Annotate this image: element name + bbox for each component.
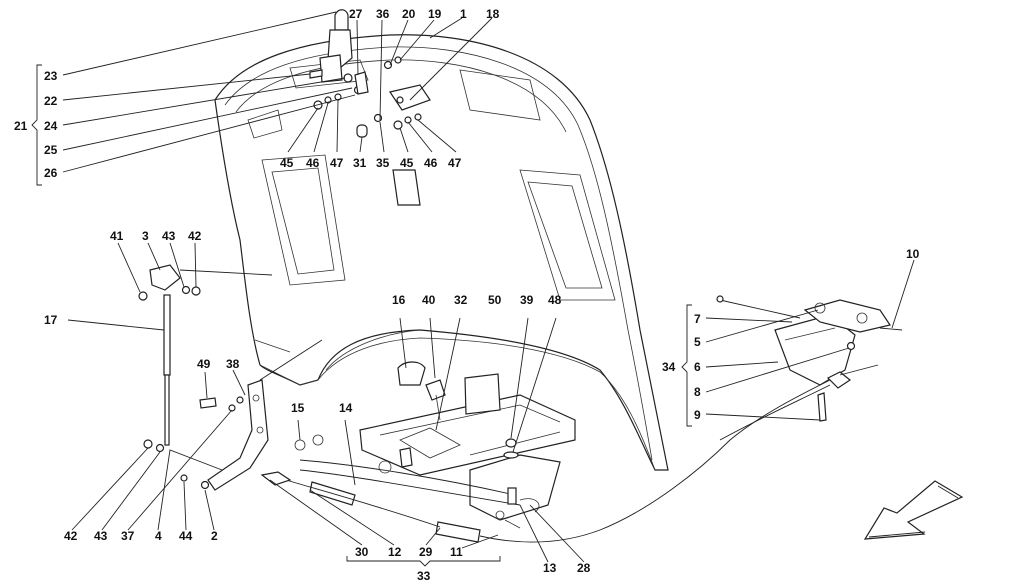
label-45b: 45 <box>400 156 414 170</box>
label-18: 18 <box>486 7 500 21</box>
label-47b: 47 <box>448 156 462 170</box>
label-38: 38 <box>226 357 240 371</box>
label-plate <box>464 373 501 415</box>
label-37: 37 <box>121 529 135 543</box>
label-33: 33 <box>417 569 431 583</box>
label-43a: 43 <box>162 229 176 243</box>
label-3: 3 <box>142 229 149 243</box>
label-24: 24 <box>44 119 58 133</box>
label-39: 39 <box>520 293 534 307</box>
release-cable <box>260 379 831 543</box>
part-labels: 27 36 20 19 1 18 23 22 21 24 25 26 45 46… <box>14 7 920 583</box>
label-25: 25 <box>44 143 58 157</box>
label-20: 20 <box>402 7 416 21</box>
latch-mounting-plate <box>359 394 576 521</box>
label-36: 36 <box>376 7 390 21</box>
label-7: 7 <box>694 312 701 326</box>
label-42a: 42 <box>188 229 202 243</box>
label-48: 48 <box>548 293 562 307</box>
rubber-bumper <box>503 438 519 459</box>
label-16: 16 <box>392 293 406 307</box>
label-5: 5 <box>694 335 701 349</box>
label-47a: 47 <box>330 156 344 170</box>
label-46b: 46 <box>424 156 438 170</box>
hinge-assembly-left <box>309 9 369 110</box>
label-35: 35 <box>376 156 390 170</box>
label-49: 49 <box>197 357 211 371</box>
label-44: 44 <box>179 529 193 543</box>
label-30: 30 <box>355 545 369 559</box>
release-handle-assembly <box>716 295 903 422</box>
label-10: 10 <box>906 247 920 261</box>
label-13: 13 <box>543 561 557 575</box>
label-2: 2 <box>211 529 218 543</box>
support-lever <box>180 379 269 491</box>
label-22: 22 <box>44 94 58 108</box>
label-17: 17 <box>44 313 58 327</box>
group-bracket-33 <box>346 556 501 567</box>
gas-strut <box>138 264 201 453</box>
label-28: 28 <box>577 561 591 575</box>
label-29: 29 <box>419 545 433 559</box>
leader-lines <box>62 11 915 563</box>
label-50: 50 <box>488 293 502 307</box>
label-26: 26 <box>44 166 58 180</box>
label-12: 12 <box>388 545 402 559</box>
label-14: 14 <box>339 401 353 415</box>
label-40: 40 <box>422 293 436 307</box>
group-bracket-21 <box>31 64 42 186</box>
label-6: 6 <box>694 360 701 374</box>
latch-clip <box>425 379 446 421</box>
label-46a: 46 <box>306 156 320 170</box>
hinge-assembly-right <box>356 56 431 138</box>
label-32: 32 <box>454 293 468 307</box>
label-8: 8 <box>694 385 701 399</box>
label-34: 34 <box>662 360 676 374</box>
group-bracket-34 <box>681 304 692 427</box>
label-4: 4 <box>155 529 162 543</box>
label-21: 21 <box>14 119 28 133</box>
label-11: 11 <box>450 545 463 559</box>
label-19: 19 <box>428 7 442 21</box>
latch-bracket <box>397 361 426 386</box>
label-15: 15 <box>291 401 305 415</box>
hood-panel <box>214 34 669 471</box>
label-27: 27 <box>349 7 363 21</box>
label-43b: 43 <box>94 529 108 543</box>
label-31: 31 <box>353 156 367 170</box>
label-9: 9 <box>694 408 701 422</box>
direction-arrow-icon <box>863 480 964 540</box>
label-45a: 45 <box>280 156 294 170</box>
label-41: 41 <box>110 229 124 243</box>
label-23: 23 <box>44 69 58 83</box>
label-42b: 42 <box>64 529 78 543</box>
label-1: 1 <box>460 7 467 21</box>
